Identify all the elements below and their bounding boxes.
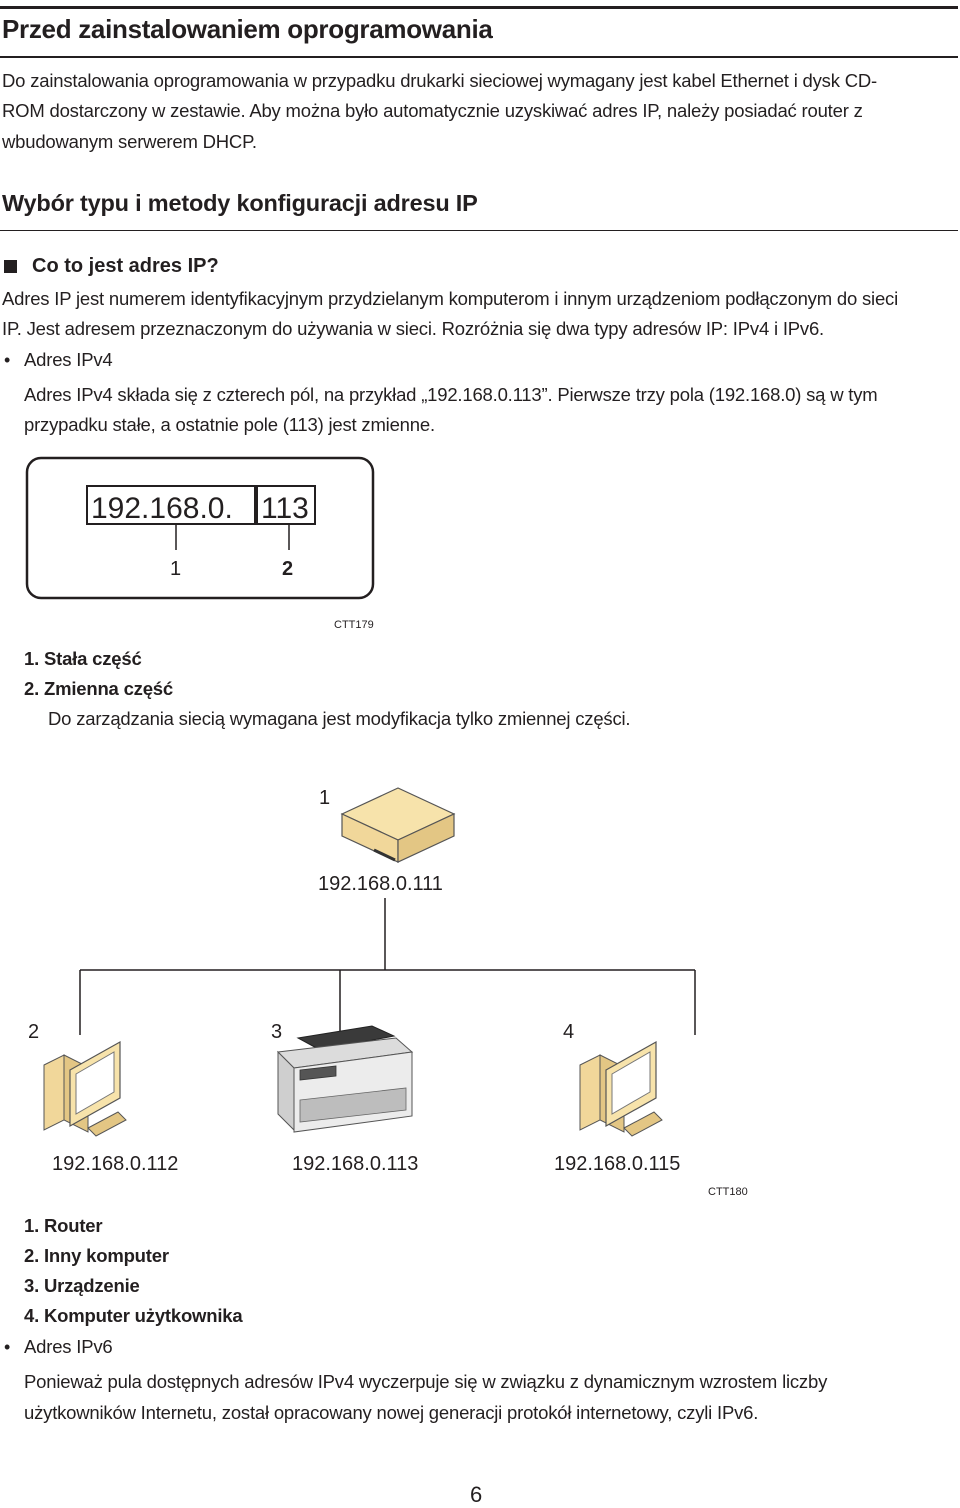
legend1-item-2: 2. Zmienna część [24,678,173,699]
computer-icon-4 [579,1040,663,1137]
section-title: Wybór typu i metody konfiguracji adresu … [2,190,478,216]
ipv4-line-2: przypadku stałe, a ostatnie pole (113) j… [24,414,435,435]
subsection-title: Co to jest adres IP? [32,255,219,277]
intro-line-3: wbudowanym serwerem DHCP. [2,131,257,152]
ipv4-label: Adres IPv4 [24,349,113,370]
ip-address-diagram: 192.168.0. 113 1 2 CTT179 [25,456,375,631]
marker2-text: 2 [282,558,293,580]
number-3: 3 [271,1021,282,1043]
subsection-line-2: IP. Jest adresem przeznaczonym do używan… [2,318,824,339]
ipv6-line-1: Ponieważ pula dostępnych adresów IPv4 wy… [24,1371,828,1392]
intro-line-2: ROM dostarczony w zestawie. Aby można by… [2,100,863,121]
legend1-item-1: 1. Stała część [24,648,142,669]
router-ip: 192.168.0.111 [318,873,443,895]
ipv6-line-2: użytkowników Internetu, został opracowan… [24,1402,759,1423]
network-diagram: 1 192.168.0.111 2 3 4 192.168 [28,787,748,1198]
marker1-text: 1 [170,558,181,580]
variable-part-box [256,485,316,525]
diagram-frame [25,456,375,600]
address-variable-text: 113 [261,492,309,525]
heading-rule [0,56,958,58]
square-bullet-icon [4,260,17,273]
page-number: 6 [470,1482,483,1507]
computer-icon-2 [43,1040,127,1137]
subsection-line-1: Adres IP jest numerem identyfikacyjnym p… [2,288,899,309]
intro-line-1: Do zainstalowania oprogramowania w przyp… [2,70,877,91]
number-4: 4 [563,1021,574,1043]
ipv4-line-1: Adres IPv4 składa się z czterech pól, na… [24,384,878,405]
fixed-part-box [86,485,256,525]
legend1-note: Do zarządzania siecią wymagana jest mody… [48,708,631,729]
address-fixed-text: 192.168.0. [91,492,233,525]
ip-computer-4: 192.168.0.115 [554,1153,680,1175]
ipv6-label: Adres IPv6 [24,1336,113,1357]
ip-device-3: 192.168.0.113 [292,1153,418,1175]
legend2-item-3: 3. Urządzenie [24,1275,140,1296]
bullet-icon: • [4,350,11,370]
bullet-icon: • [4,1337,11,1357]
top-rule [0,6,958,9]
figure2-code: CTT180 [708,1186,748,1198]
legend2-item-2: 2. Inny komputer [24,1245,169,1266]
router-icon [340,787,456,863]
router-number: 1 [319,787,330,809]
number-2: 2 [28,1021,39,1043]
printer-icon-3 [276,1025,414,1133]
figure1-code: CTT179 [334,619,374,631]
page-heading: Przed zainstalowaniem oprogramowania [2,14,493,44]
ip-computer-2: 192.168.0.112 [52,1153,178,1175]
legend2-item-4: 4. Komputer użytkownika [24,1305,243,1326]
section-rule [0,230,958,231]
legend2-item-1: 1. Router [24,1215,103,1236]
